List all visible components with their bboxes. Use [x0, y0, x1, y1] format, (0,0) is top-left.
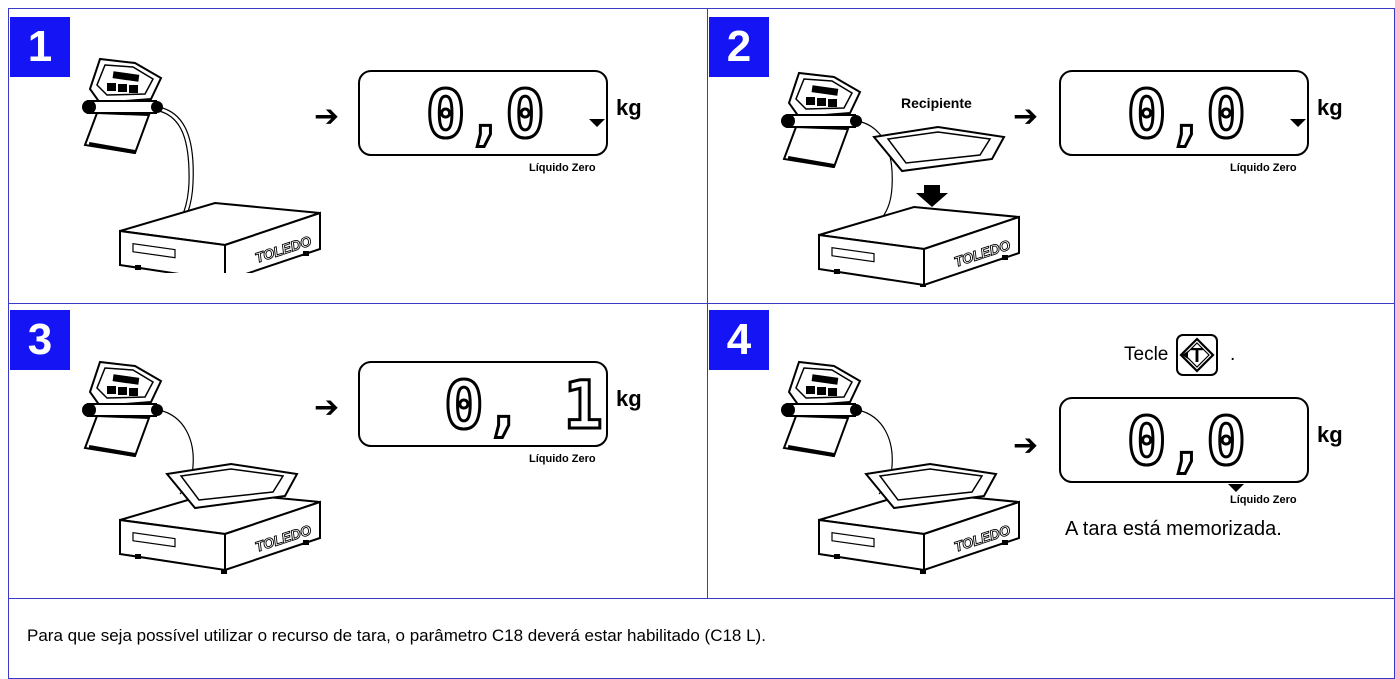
footnote: Para que seja possível utilizar o recurs…: [27, 626, 766, 645]
step-3-panel: 3 ➔ 0, 1 kg Líquido Zero: [9, 304, 707, 598]
weight-display: 0,0 kg Líquido Zero: [1059, 70, 1343, 174]
display-label: Líquido Zero: [1230, 494, 1297, 506]
right-arrow-icon: ➔: [1013, 99, 1039, 134]
weight-display: 0,0 kg Líquido Zero: [358, 70, 642, 174]
down-arrow-icon: [916, 185, 948, 207]
step-1-panel: 1 ➔ 0,0 kg Líquido Zero: [9, 9, 707, 303]
display-unit: kg: [616, 95, 642, 120]
result-text: A tara está memorizada.: [1065, 518, 1282, 540]
display-unit: kg: [1317, 95, 1343, 120]
step-2-panel: 2 Recipiente ➔ 0,0 kg Líquido Zero: [708, 9, 1395, 303]
display-unit: kg: [616, 386, 642, 411]
container-label: Recipiente: [901, 95, 972, 111]
display-label: Líquido Zero: [529, 162, 596, 174]
step-4-panel: 4 Tecle T . ➔ 0,0 kg Líquido Zero A tara…: [708, 304, 1395, 598]
display-unit: kg: [1317, 422, 1343, 447]
step-number: 3: [10, 310, 70, 370]
scale-illustration: [80, 57, 321, 273]
step-number: 2: [709, 17, 769, 77]
indicator-triangle-icon: [1228, 484, 1244, 492]
display-value: 0,0: [426, 76, 545, 153]
weight-display: 0,0 kg Líquido Zero: [1059, 397, 1343, 506]
display-label: Líquido Zero: [1230, 162, 1297, 174]
right-arrow-icon: ➔: [314, 99, 340, 134]
display-value: 0,0: [1127, 403, 1246, 480]
svg-text:T: T: [1191, 345, 1203, 367]
scale-illustration: [779, 360, 1020, 575]
footer-divider: [8, 598, 1395, 599]
weight-display: 0, 1 kg Líquido Zero: [358, 361, 642, 465]
display-value: 0,0: [1127, 76, 1246, 153]
indicator-triangle-icon: [1290, 119, 1306, 127]
display-value: 0, 1: [444, 367, 603, 444]
tare-key-icon[interactable]: T: [1176, 334, 1218, 376]
indicator-triangle-icon: [589, 119, 605, 127]
right-arrow-icon: ➔: [1013, 428, 1039, 463]
step-number: 1: [10, 17, 70, 77]
instruction-suffix: .: [1230, 344, 1236, 365]
scale-illustration: [779, 71, 1020, 287]
display-label: Líquido Zero: [529, 453, 596, 465]
row-divider: [8, 303, 1395, 304]
scale-illustration: [80, 360, 321, 575]
instruction-prefix: Tecle: [1124, 344, 1169, 365]
step-number: 4: [709, 310, 769, 370]
right-arrow-icon: ➔: [314, 390, 340, 425]
